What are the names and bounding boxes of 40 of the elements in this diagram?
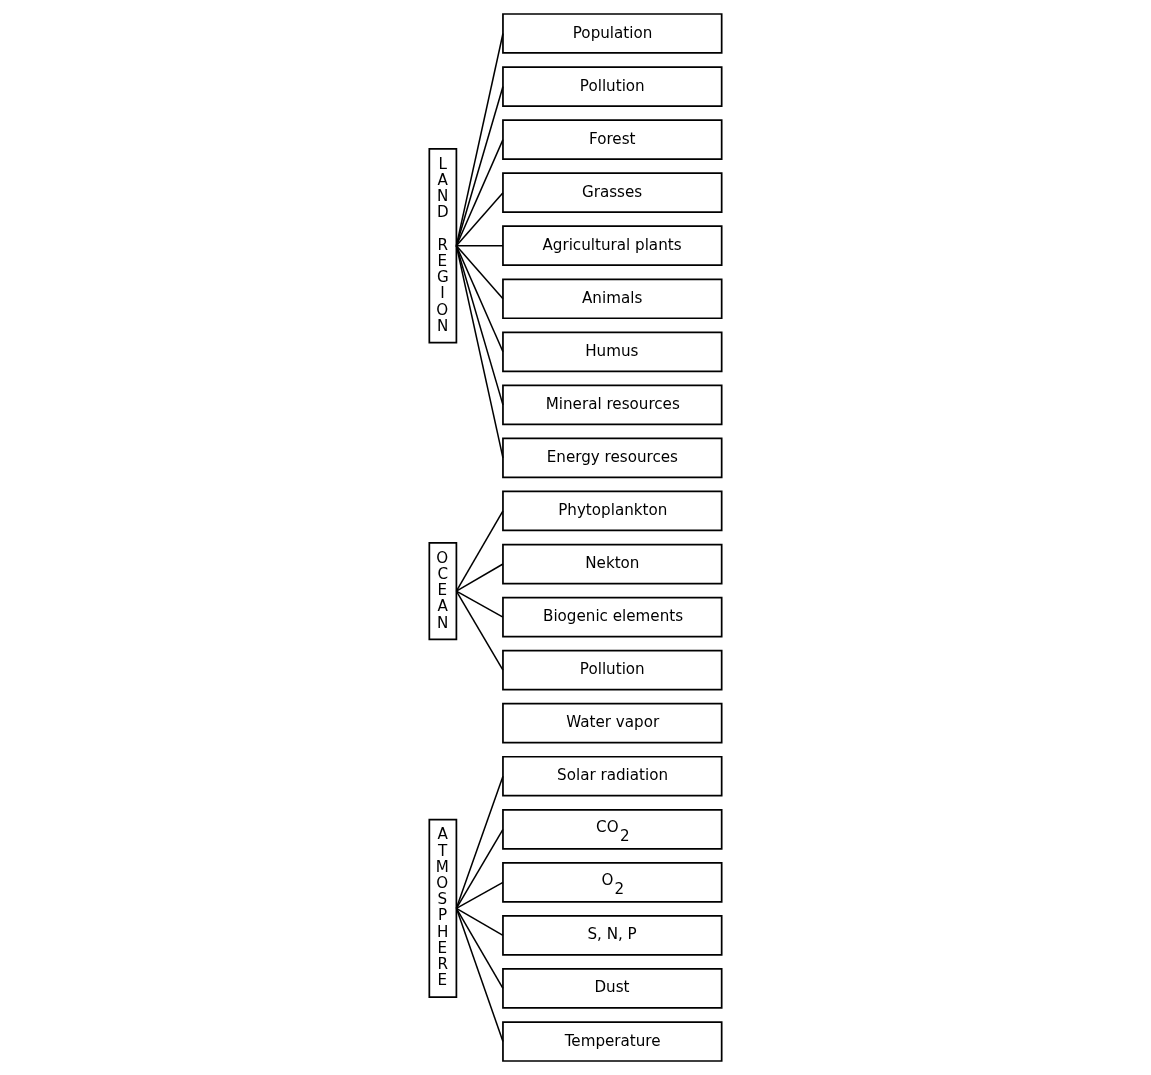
- node-box: LAND REGION: [428, 147, 458, 344]
- connector: [455, 563, 504, 592]
- connector: [455, 907, 504, 937]
- node-box: Pollution: [502, 66, 723, 107]
- connector: [455, 881, 504, 910]
- node-box: Nekton: [502, 543, 723, 585]
- node-box: Population: [502, 13, 723, 54]
- connector: [455, 828, 504, 910]
- connector: [455, 244, 504, 406]
- node-box: Grasses: [502, 172, 723, 213]
- node-box: S, N, P: [502, 915, 723, 956]
- connector: [455, 244, 504, 247]
- node-box: Dust: [502, 968, 723, 1009]
- node-box: Biogenic elements: [502, 596, 723, 638]
- node-box: Solar radiation: [502, 755, 723, 797]
- node-box: Water vapor: [502, 702, 723, 744]
- node-box: Pollution: [502, 649, 723, 691]
- connector: [455, 590, 504, 618]
- connector: [455, 510, 504, 592]
- node-box: Animals: [502, 278, 723, 320]
- node-box: Energy resources: [502, 437, 723, 479]
- connector: [455, 138, 504, 247]
- node-box: Humus: [502, 331, 723, 373]
- connector: [455, 191, 504, 247]
- connector: [455, 775, 504, 910]
- connector: [455, 244, 504, 300]
- connector: [455, 244, 504, 459]
- connector: [455, 32, 504, 247]
- node-box: Mineral resources: [502, 384, 723, 426]
- connector: [455, 907, 504, 990]
- node-box: Agricultural plants: [502, 225, 723, 267]
- node-box: Phytoplankton: [502, 490, 723, 532]
- connector: [455, 590, 504, 671]
- node-box: ATMOSPHERE: [428, 818, 458, 998]
- connector: [455, 85, 504, 247]
- node-box: Forest: [502, 119, 723, 160]
- connector: [455, 907, 504, 1043]
- node-box: Temperature: [502, 1021, 723, 1062]
- node-box: OCEAN: [428, 542, 458, 641]
- connector: [455, 244, 504, 353]
